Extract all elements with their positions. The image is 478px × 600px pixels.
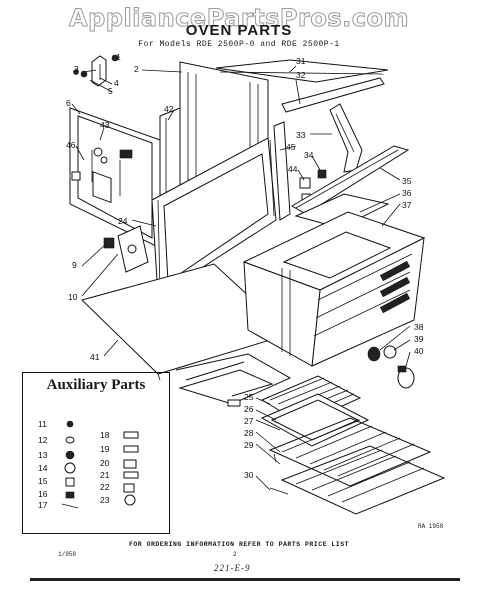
control-bracket xyxy=(103,225,149,273)
footer-code: 1/958 xyxy=(58,551,77,558)
oven-light-assembly xyxy=(367,345,415,389)
broiler-pan xyxy=(260,393,370,447)
callout-44: 44 xyxy=(288,164,298,174)
callout-1: 1 xyxy=(116,52,121,62)
ordering-note: FOR ORDERING INFORMATION REFER TO PARTS … xyxy=(128,541,350,548)
callout-10: 10 xyxy=(68,292,78,302)
callout-29: 29 xyxy=(244,440,254,450)
oven-liner xyxy=(242,211,426,367)
rear-panel xyxy=(69,107,161,249)
side-trim xyxy=(273,121,291,221)
top-rail xyxy=(215,59,389,113)
callout-43: 43 xyxy=(100,120,110,130)
callout-24: 24 xyxy=(118,216,128,226)
diagram-subtitle: For Models RDE 2500P-0 and RDE 2500P-1 xyxy=(138,40,340,49)
callout-46: 46 xyxy=(66,140,76,150)
oven-rack xyxy=(268,417,432,487)
front-rail xyxy=(291,145,410,215)
callout-6: 6 xyxy=(66,98,71,108)
callout-27: 27 xyxy=(244,416,254,426)
callout-31: 31 xyxy=(296,56,306,66)
diagram-title: OVEN PARTS xyxy=(185,22,293,39)
aux-callout-20: 20 xyxy=(100,458,110,468)
aux-callout-22: 22 xyxy=(100,482,110,492)
auxiliary-parts-box: Auxiliary Parts xyxy=(22,372,170,534)
watermark: AppliancePartsPros.com xyxy=(69,4,409,33)
callout-32: 32 xyxy=(296,70,306,80)
callout-33: 33 xyxy=(296,130,306,140)
callout-38: 38 xyxy=(414,322,424,332)
callout-9: 9 xyxy=(72,260,77,270)
aux-callout-14: 14 xyxy=(38,463,48,473)
callout-26: 26 xyxy=(244,404,254,414)
aux-callout-23: 23 xyxy=(100,495,110,505)
front-frame xyxy=(151,137,277,297)
callout-35: 35 xyxy=(402,176,412,186)
page-number: 2 xyxy=(233,551,237,558)
hinge-bracket xyxy=(73,54,119,87)
callout-28: 28 xyxy=(244,428,254,438)
callout-37: 37 xyxy=(402,200,412,210)
callout-36: 36 xyxy=(402,188,412,198)
callout-34: 34 xyxy=(304,150,314,160)
callout-45: 45 xyxy=(286,142,296,152)
vent-duct xyxy=(329,103,363,173)
callout-25: 25 xyxy=(244,392,254,402)
aux-callout-19: 19 xyxy=(100,444,110,454)
callout-39: 39 xyxy=(414,334,424,344)
document-code: 221-E-9 xyxy=(214,563,251,573)
callout-2: 2 xyxy=(134,64,139,74)
callout-4: 4 xyxy=(114,78,119,88)
auxiliary-parts-icons xyxy=(61,420,139,509)
bottom-rack xyxy=(269,445,446,515)
aux-callout-12: 12 xyxy=(38,435,48,445)
aux-callout-18: 18 xyxy=(100,430,110,440)
callout-30: 30 xyxy=(244,470,254,480)
aux-callout-16: 16 xyxy=(38,489,48,499)
aux-callout-13: 13 xyxy=(38,450,48,460)
reference-code: RA 1958 xyxy=(418,523,444,530)
aux-callout-17: 17 xyxy=(38,500,48,510)
aux-callout-11: 11 xyxy=(38,419,47,429)
leader-lines xyxy=(71,56,411,491)
bottom-rule xyxy=(30,578,460,581)
callout-5: 5 xyxy=(108,86,113,96)
callout-3: 3 xyxy=(74,64,79,74)
auxiliary-parts-title: Auxiliary Parts xyxy=(46,377,146,393)
callout-42: 42 xyxy=(164,104,174,114)
callout-41: 41 xyxy=(90,352,100,362)
aux-callout-15: 15 xyxy=(38,476,48,486)
callout-40: 40 xyxy=(414,346,424,356)
aux-callout-21: 21 xyxy=(100,470,110,480)
bake-element xyxy=(175,353,292,407)
